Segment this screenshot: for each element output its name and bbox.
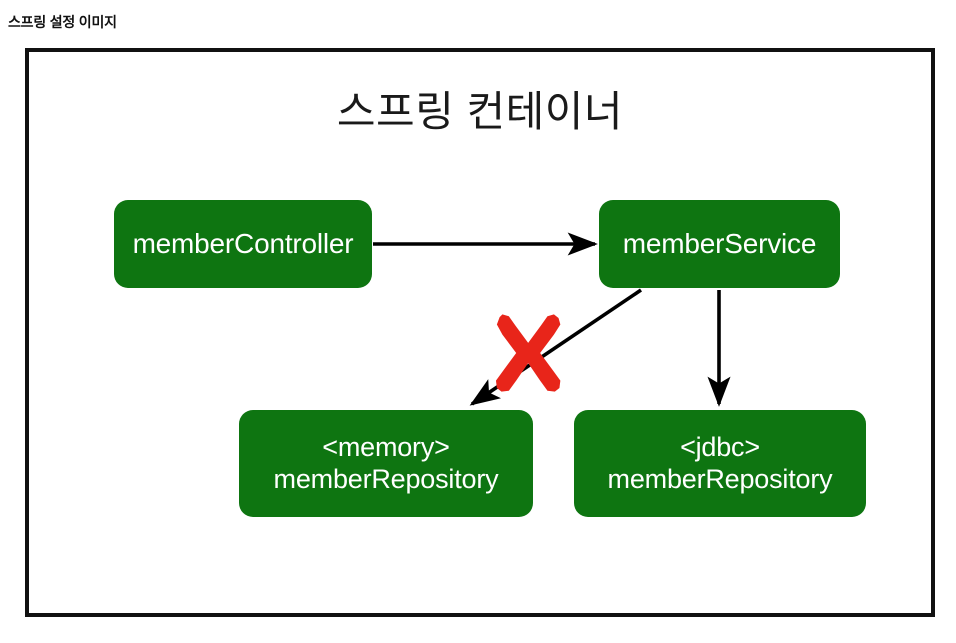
figure-caption: 스프링 설정 이미지 [8,14,117,30]
bean-member-service[interactable]: memberService [599,200,840,288]
bean-stereotype: <jdbc> [680,431,760,462]
bean-memory-member-repository[interactable]: <memory> memberRepository [239,410,533,517]
bean-label: memberRepository [607,463,833,494]
container-title: 스프링 컨테이너 [336,88,624,135]
bean-label: memberController [132,228,354,260]
bean-label: memberRepository [273,463,499,494]
bean-label: memberService [622,228,817,260]
bean-member-controller[interactable]: memberController [114,200,372,288]
bean-stereotype: <memory> [322,431,450,462]
red-x-mark-icon [495,314,561,392]
spring-container-figure: 스프링 컨테이너 memberController memberService … [25,48,935,617]
arrow-service-to-memory-repository [469,288,643,406]
bean-jdbc-member-repository[interactable]: <jdbc> memberRepository [574,410,866,517]
